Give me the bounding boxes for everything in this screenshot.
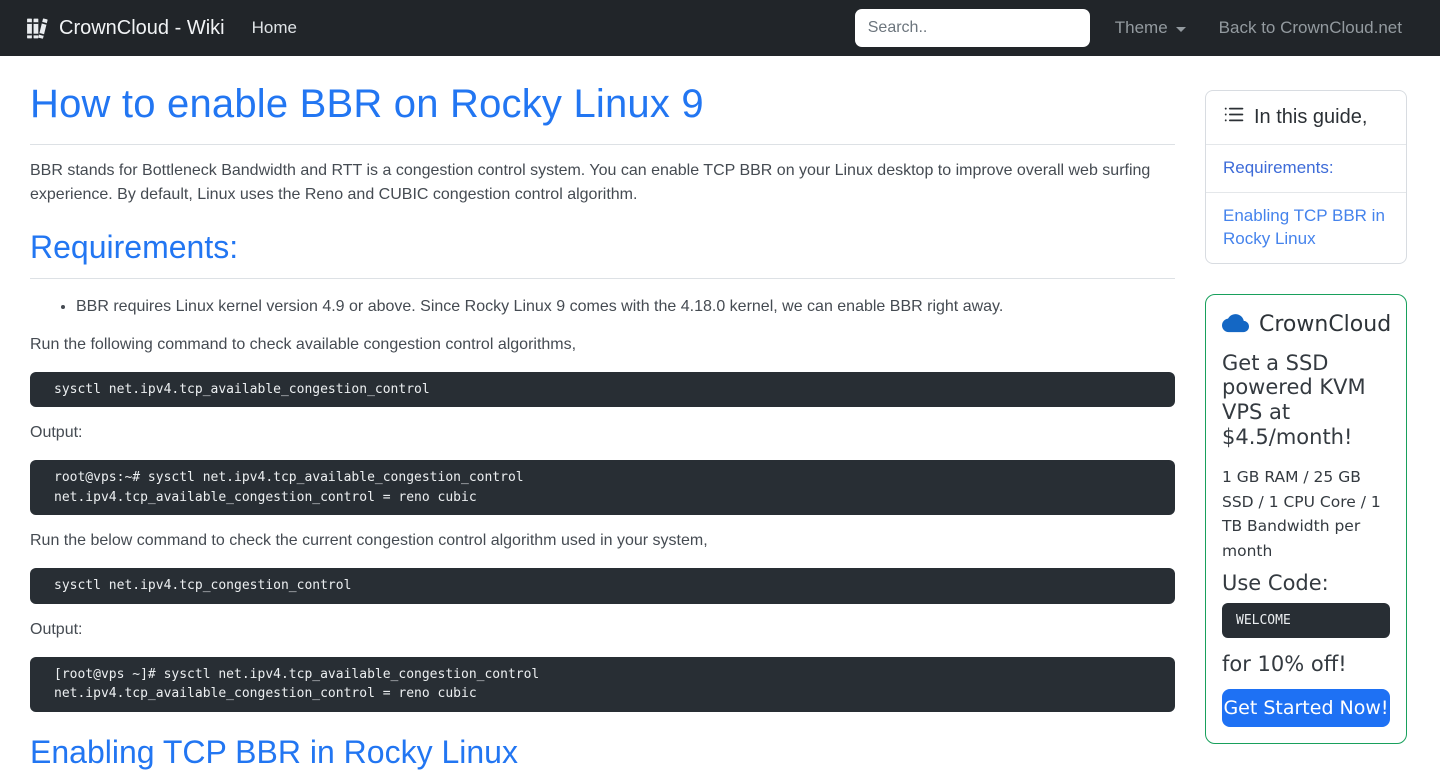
divider <box>30 144 1175 145</box>
promo-card: CrownCloud Get a SSD powered KVM VPS at … <box>1205 293 1407 744</box>
list-item: BBR requires Linux kernel version 4.9 or… <box>76 295 1175 319</box>
cloud-icon <box>1222 311 1249 339</box>
promo-specs: 1 GB RAM / 25 GB SSD / 1 CPU Core / 1 TB… <box>1222 468 1381 560</box>
toc-header: In this guide, <box>1206 91 1406 145</box>
brand-title: CrownCloud - Wiki <box>59 16 225 39</box>
intro-paragraph: BBR stands for Bottleneck Bandwidth and … <box>30 162 1151 203</box>
divider <box>30 277 1175 279</box>
list-icon <box>1223 104 1244 131</box>
nav-item-back-to-crowncloud[interactable]: Back to CrownCloud.net <box>1218 18 1402 37</box>
get-started-button[interactable]: Get Started Now! <box>1222 689 1390 727</box>
books-icon <box>25 16 50 41</box>
promo-heading: Get a SSD powered KVM VPS at $4.5/month! <box>1222 350 1366 449</box>
output-label: Output: <box>30 620 83 638</box>
page-content: How to enable BBR on Rocky Linux 9 BBR s… <box>0 56 1440 771</box>
theme-label: Theme <box>1114 18 1168 37</box>
requirements-list: BBR requires Linux kernel version 4.9 or… <box>30 295 1175 319</box>
sidebar: In this guide, Requirements: Enabling TC… <box>1205 90 1407 744</box>
promo-discount-text: for 10% off! <box>1222 652 1347 676</box>
output-label: Output: <box>30 424 83 442</box>
code-block-output-2: [root@vps ~]# sysctl net.ipv4.tcp_availa… <box>30 656 1175 712</box>
code-block-available-congestion: sysctl net.ipv4.tcp_available_congestion… <box>30 371 1175 408</box>
theme-dropdown[interactable]: Theme <box>1115 18 1186 38</box>
chevron-down-icon <box>1175 27 1186 32</box>
toc-title: In this guide, <box>1254 106 1368 128</box>
enabling-bbr-heading: Enabling TCP BBR in Rocky Linux <box>30 733 518 770</box>
promo-use-code-label: Use Code: <box>1222 571 1329 595</box>
code-block-output-1: root@vps:~# sysctl net.ipv4.tcp_availabl… <box>30 460 1175 516</box>
promo-brand-name: CrownCloud <box>1259 312 1392 338</box>
page-title: How to enable BBR on Rocky Linux 9 <box>30 82 704 126</box>
search-input[interactable] <box>854 9 1090 47</box>
nav-item-home[interactable]: Home <box>251 18 297 37</box>
run-below-paragraph: Run the below command to check the curre… <box>30 532 708 550</box>
brand-link[interactable]: CrownCloud - Wiki <box>25 16 225 41</box>
requirements-heading: Requirements: <box>30 229 239 265</box>
promo-brand: CrownCloud <box>1222 311 1392 339</box>
run-following-paragraph: Run the following command to check avail… <box>30 335 577 353</box>
toc-item-enabling-bbr[interactable]: Enabling TCP BBR in Rocky Linux <box>1206 191 1406 263</box>
code-block-current-congestion: sysctl net.ipv4.tcp_congestion_control <box>30 568 1175 604</box>
toc-item-requirements[interactable]: Requirements: <box>1223 158 1334 177</box>
promo-coupon-code: WELCOME <box>1222 603 1390 638</box>
navbar: CrownCloud - Wiki Home Theme Back to Cro… <box>0 0 1440 56</box>
article: How to enable BBR on Rocky Linux 9 BBR s… <box>30 82 1175 771</box>
toc-card: In this guide, Requirements: Enabling TC… <box>1205 90 1407 264</box>
